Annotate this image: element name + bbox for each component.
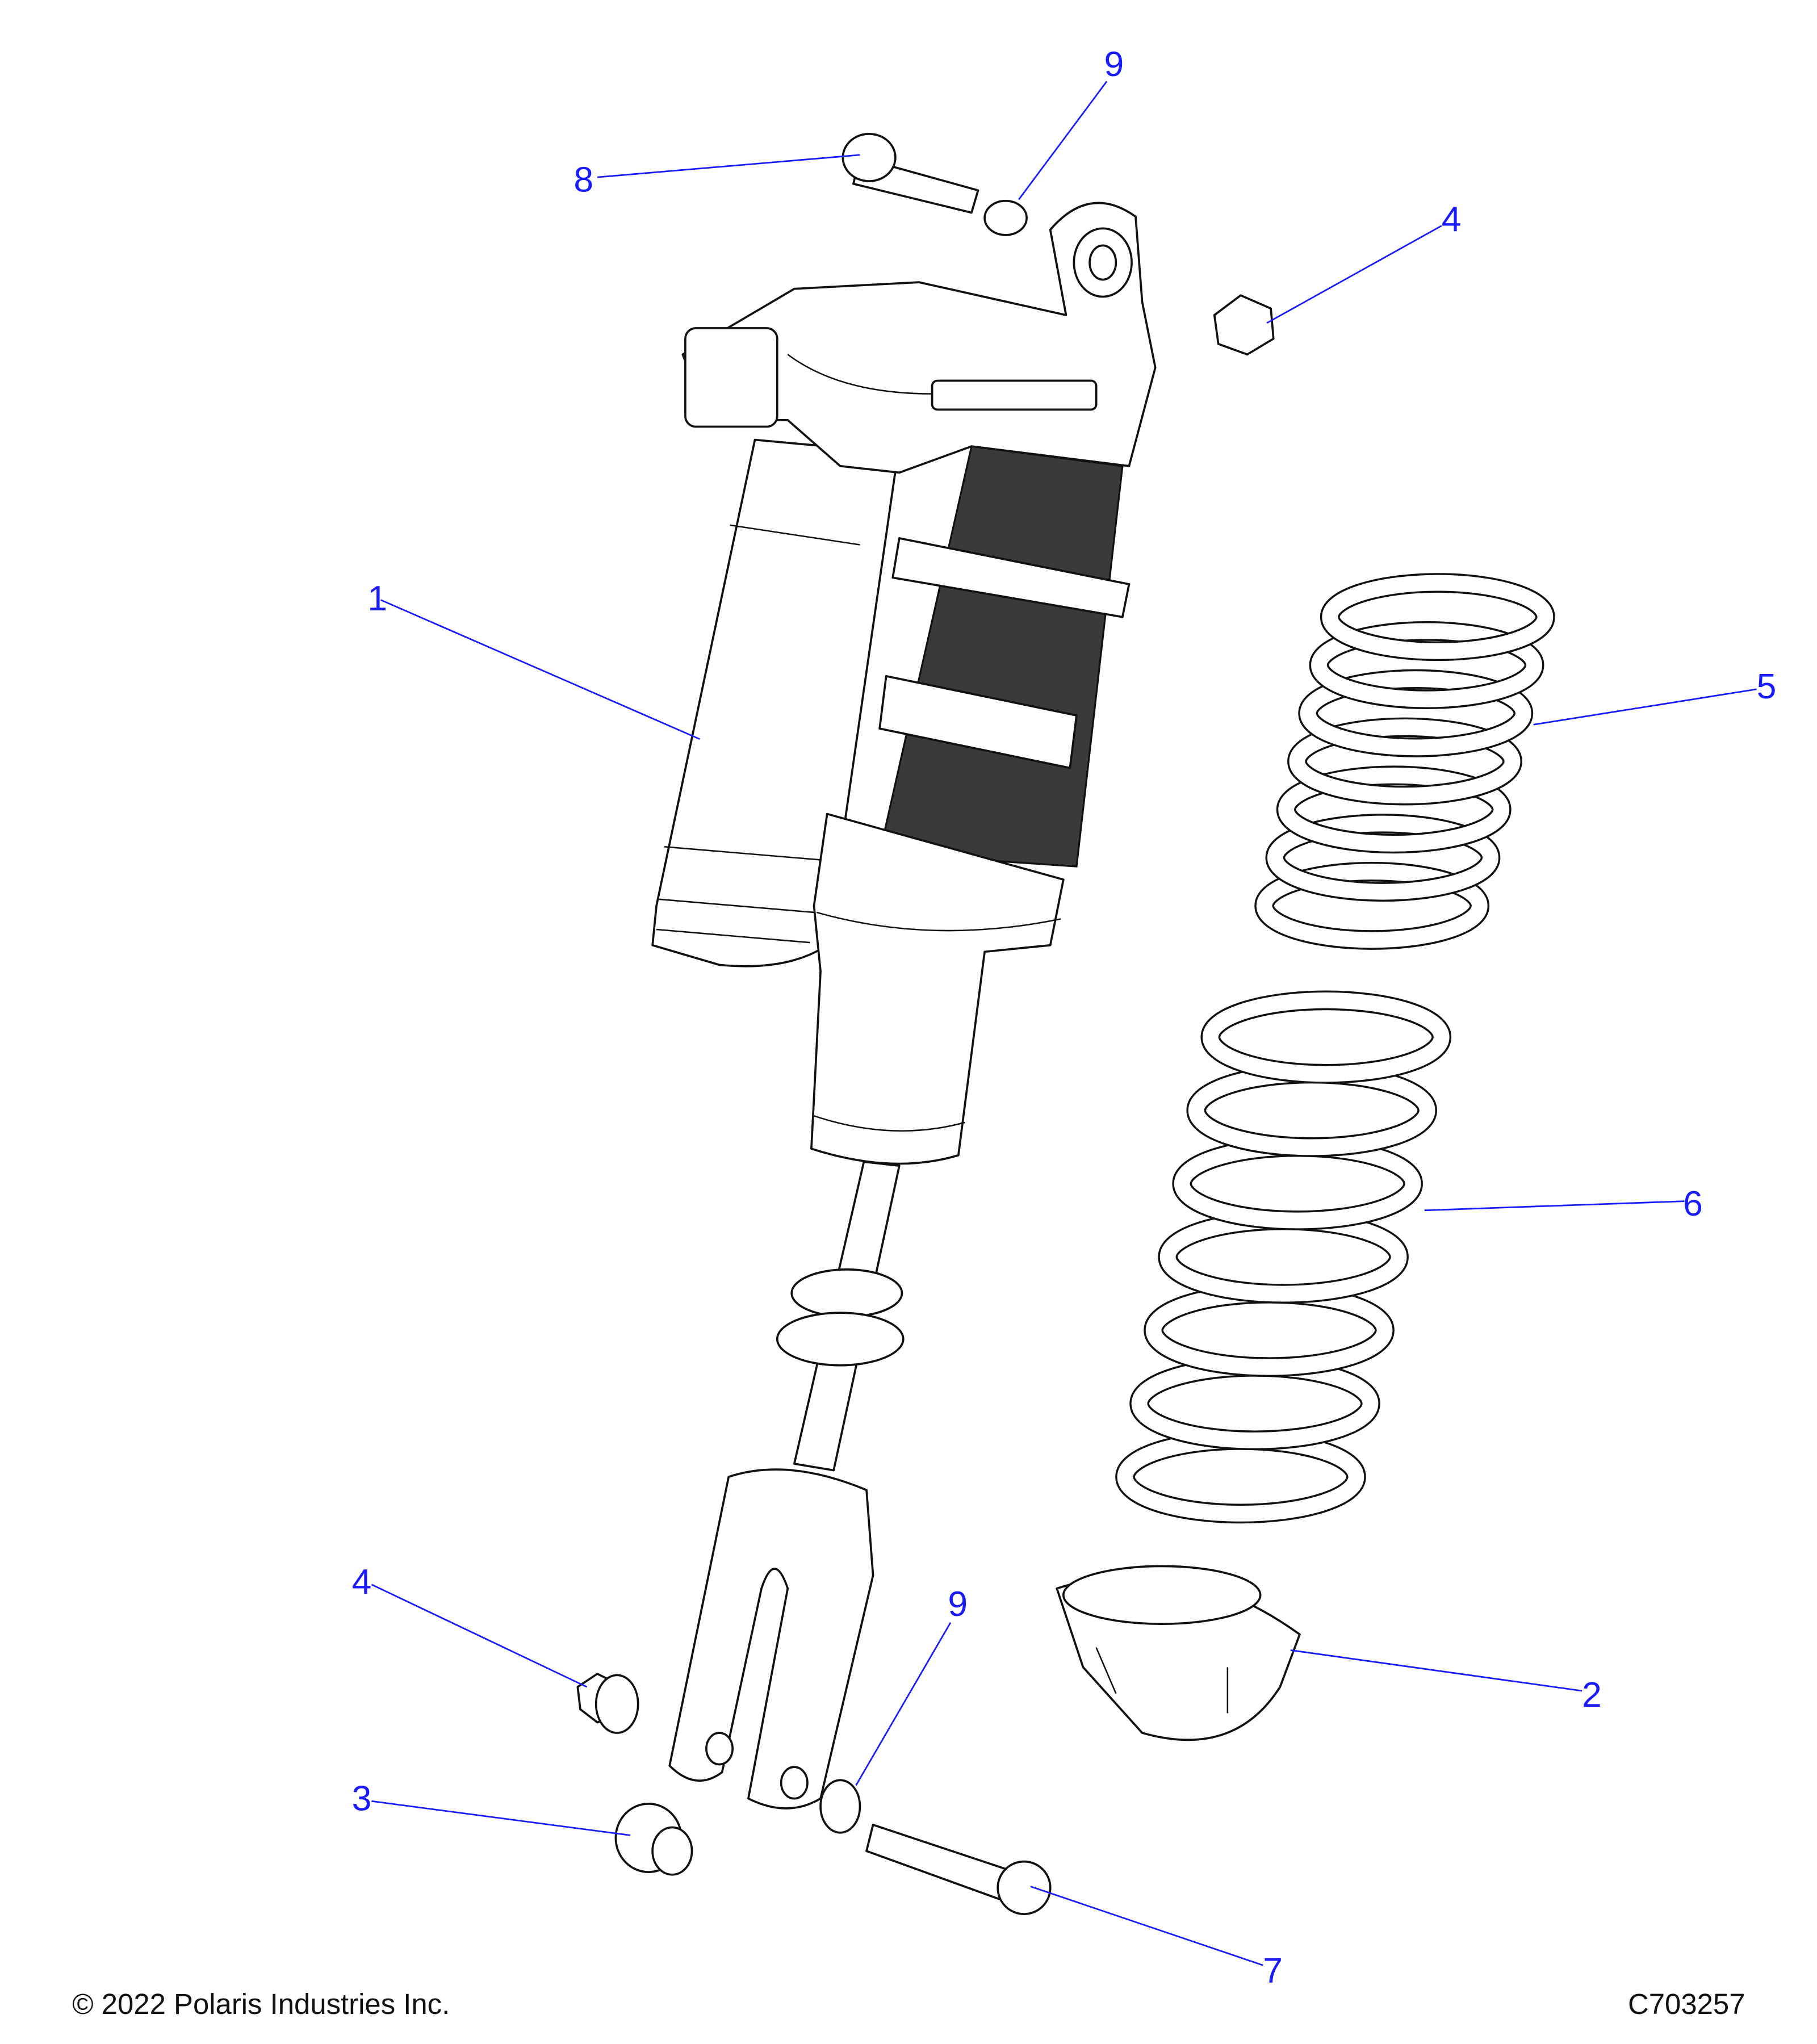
bushing: [614, 1803, 693, 1876]
callout-9-bottom: 9: [948, 1584, 968, 1624]
spring-coil: [1289, 719, 1521, 804]
spring-coil: [1256, 864, 1488, 948]
washer-top: [983, 199, 1028, 236]
callout-5: 5: [1757, 667, 1777, 706]
nut-top: [1213, 294, 1275, 356]
callout-6: 6: [1683, 1184, 1703, 1224]
spring-coil: [1145, 1285, 1393, 1375]
bolt-top: [841, 132, 979, 214]
nut-bottom: [576, 1673, 639, 1734]
spring-lower: [1115, 990, 1452, 1524]
callout-9-top: 9: [1104, 44, 1124, 84]
spring-coil: [1322, 575, 1554, 659]
spring-coil: [1267, 815, 1498, 900]
spring-coil: [1174, 1139, 1421, 1229]
drawing-id: C703257: [1628, 1988, 1745, 2020]
callout-2: 2: [1582, 1675, 1602, 1715]
bolt-bottom: [865, 1824, 1052, 1915]
callout-4-bottom: 4: [352, 1562, 372, 1602]
spring-coil: [1188, 1066, 1435, 1155]
spring-coil: [1278, 767, 1510, 852]
spring-coil: [1300, 671, 1531, 756]
spring-coil: [1311, 623, 1542, 707]
callout-8: 8: [573, 160, 593, 200]
shock-assembly: [651, 202, 1157, 1810]
callout-1: 1: [367, 579, 387, 618]
spring-coil: [1117, 1432, 1364, 1522]
spring-coil: [1202, 992, 1450, 1082]
spring-seat: [1056, 1565, 1301, 1741]
callout-4-top: 4: [1442, 199, 1462, 239]
leader-lines: [371, 81, 1757, 1966]
callout-7: 7: [1263, 1950, 1283, 1990]
copyright-text: © 2022 Polaris Industries Inc.: [72, 1988, 450, 2020]
spring-upper: [1254, 573, 1555, 950]
washer-bottom: [819, 1779, 861, 1834]
spring-coil: [1131, 1359, 1379, 1448]
spring-coil: [1159, 1212, 1407, 1302]
callout-3: 3: [352, 1778, 372, 1818]
